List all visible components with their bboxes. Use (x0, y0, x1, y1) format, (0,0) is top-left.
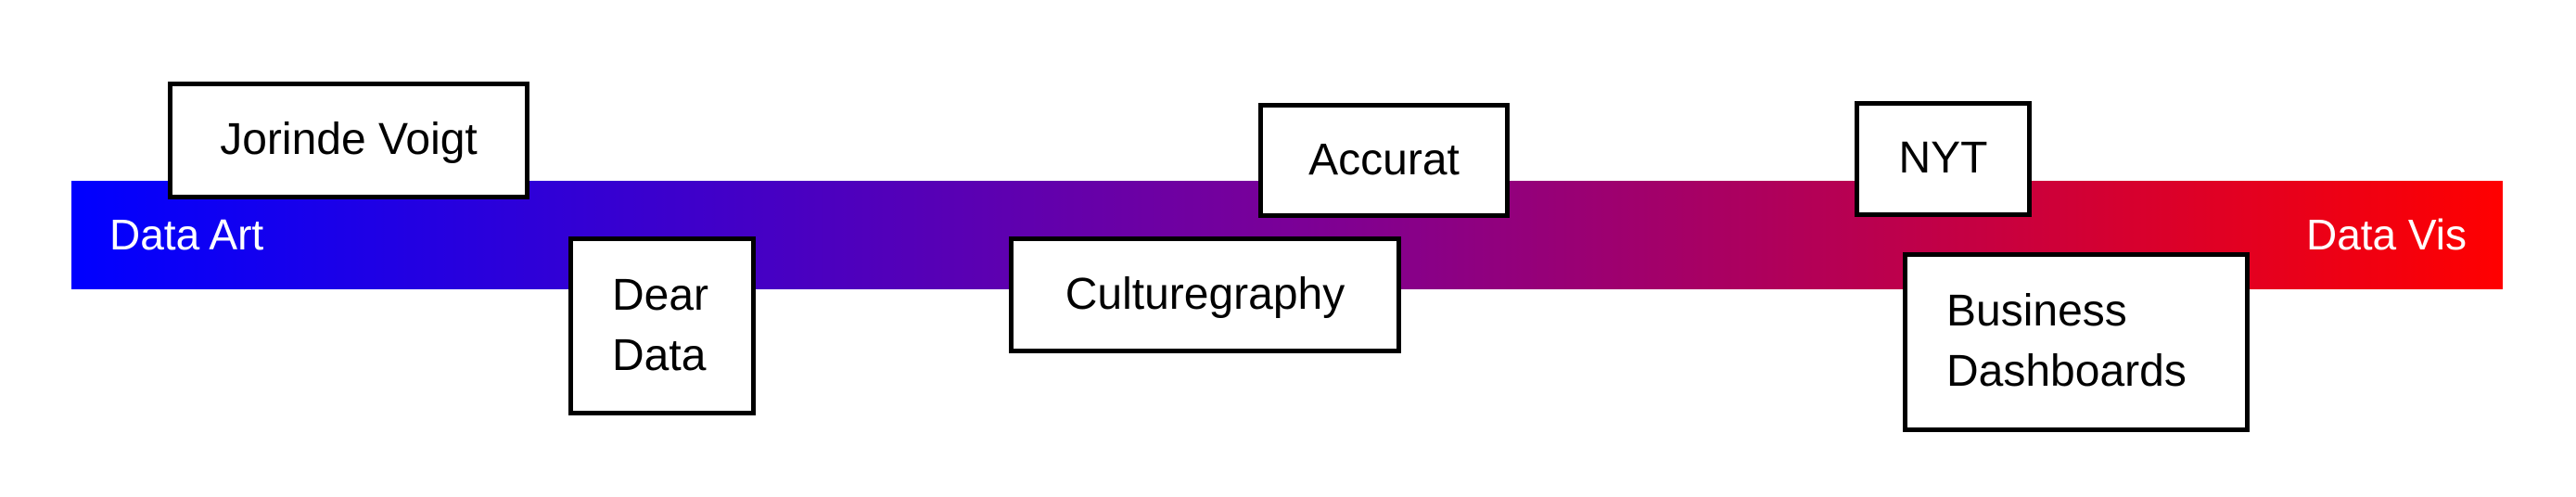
spectrum-right-label: Data Vis (2305, 210, 2467, 259)
node-culturegraphy: Culturegraphy (1009, 236, 1401, 353)
node-nyt: NYT (1855, 101, 2032, 217)
node-accurat: Accurat (1258, 103, 1510, 218)
node-jorinde-voigt: Jorinde Voigt (168, 82, 529, 199)
spectrum-left-label: Data Art (109, 210, 264, 259)
